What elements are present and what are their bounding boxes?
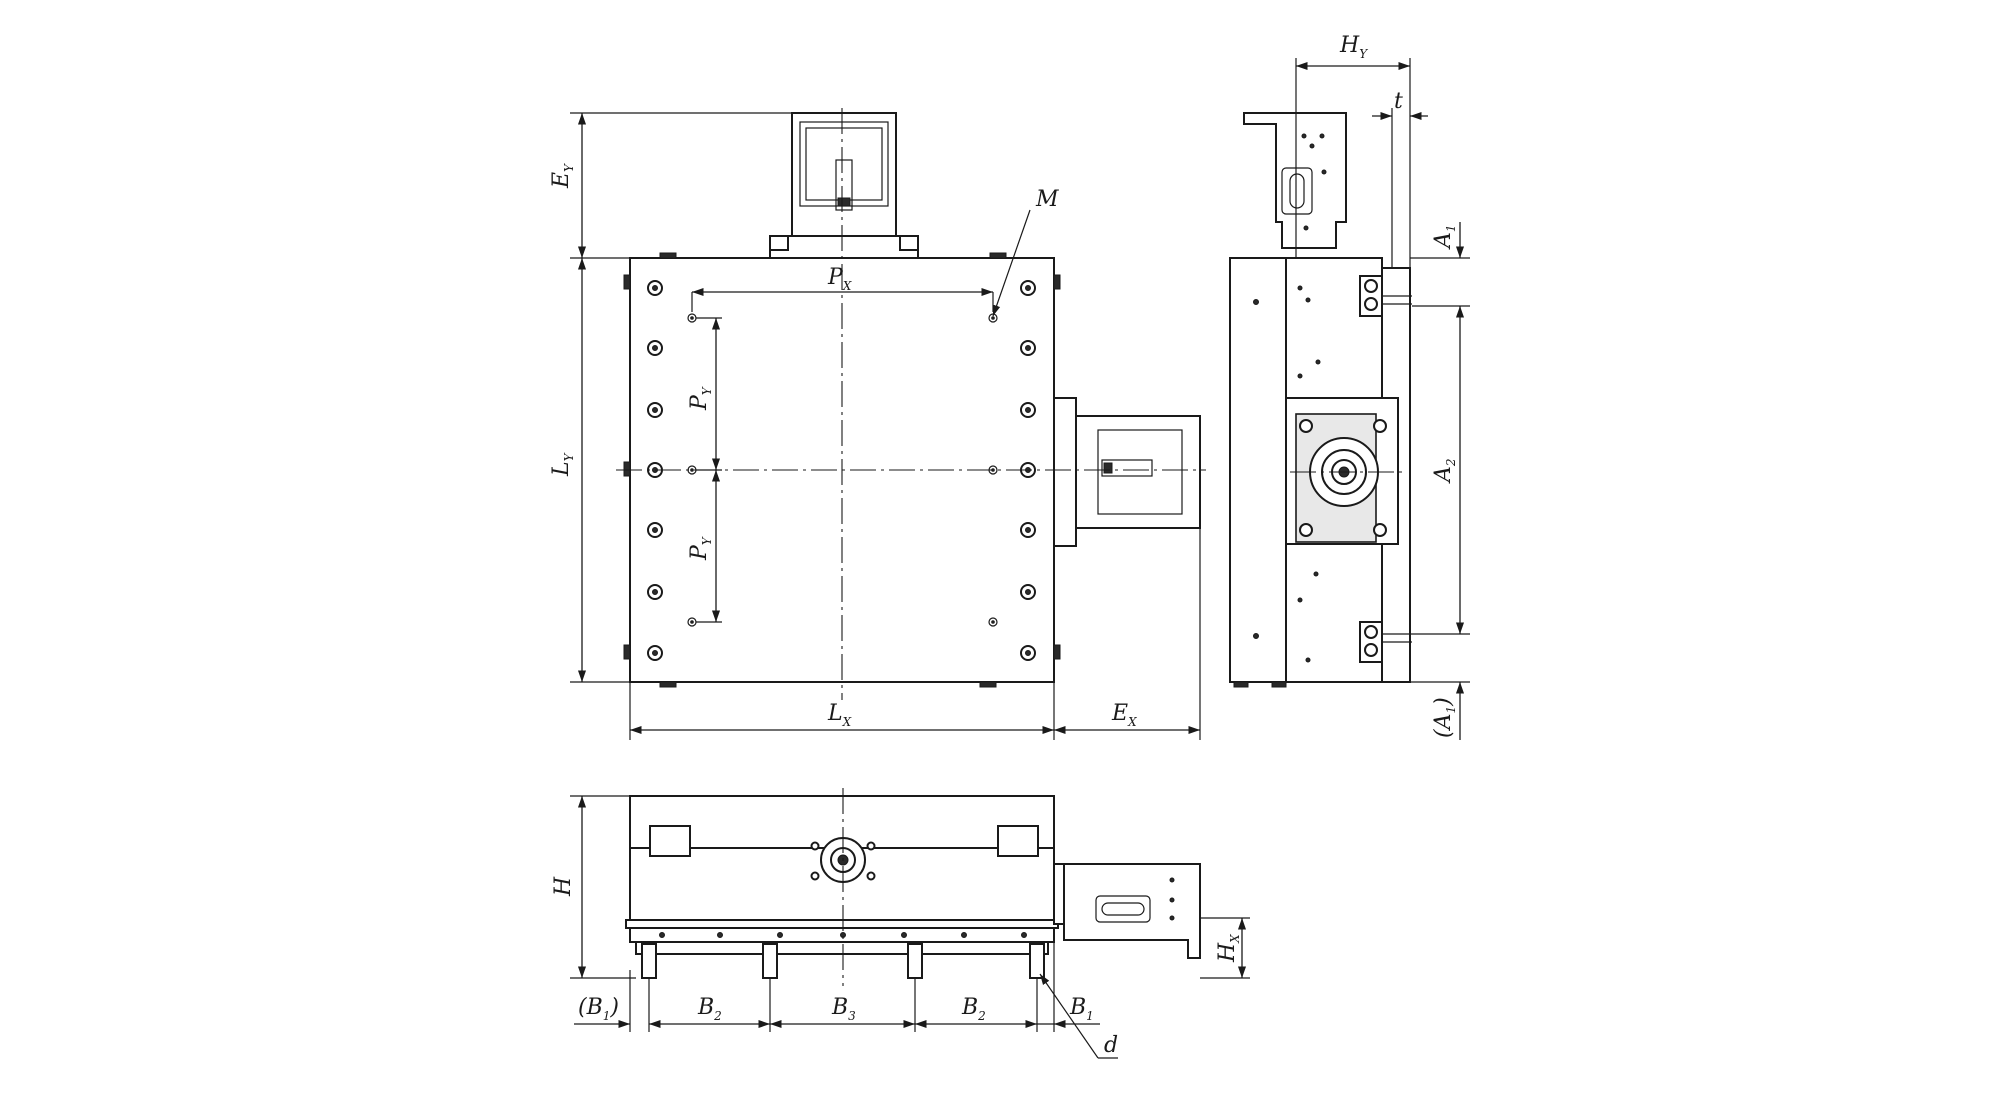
label-px: PX	[827, 265, 852, 293]
bolt-hole	[647, 280, 663, 296]
bolt-hole	[647, 645, 663, 661]
m-leader	[992, 209, 1031, 317]
label-lx: LX	[827, 701, 852, 729]
svg-text:PY: PY	[687, 536, 714, 561]
stage-front-body	[625, 795, 1059, 979]
bolt-hole	[1020, 522, 1036, 538]
top-view	[570, 108, 1206, 740]
x-motor-front	[1053, 863, 1201, 959]
svg-text:A1: A1	[1431, 224, 1458, 250]
label-d: d	[1104, 1033, 1118, 1058]
svg-text:PY: PY	[687, 386, 714, 411]
bolt-hole	[1020, 645, 1036, 661]
bolt-hole	[647, 340, 663, 356]
label-a1-top: A1	[1431, 224, 1458, 250]
tapped-hole	[988, 617, 998, 627]
x-motor-bracket	[1049, 397, 1201, 547]
d-leader	[1039, 973, 1099, 1059]
label-a1-bottom: (A1)	[1431, 697, 1458, 738]
label-b3: B3	[831, 995, 856, 1023]
bolt-hole	[1020, 280, 1036, 296]
side-view	[1229, 58, 1470, 740]
label-py-top: PY	[687, 386, 714, 411]
label-t: t	[1394, 89, 1403, 114]
label-py-bottom: PY	[687, 536, 714, 561]
label-a2: A2	[1431, 458, 1458, 484]
mounting-holes	[647, 280, 1036, 661]
svg-text:LY: LY	[549, 452, 576, 477]
bolt-hole	[1020, 402, 1036, 418]
label-b2-right: B2	[961, 995, 986, 1023]
svg-text:HX: HX	[1215, 934, 1242, 963]
label-hy: HY	[1339, 33, 1368, 61]
dimension-labels: EY LY PX PY PY M LX EX HY t A1 A2 (A1) H…	[549, 33, 1458, 1058]
svg-text:EY: EY	[549, 163, 576, 189]
label-ex: EX	[1111, 701, 1137, 729]
label-b1-right: B1	[1069, 995, 1094, 1023]
y-motor-bracket	[769, 112, 919, 262]
label-ey: EY	[549, 163, 576, 189]
bolt-hole	[647, 584, 663, 600]
bolt-hole	[647, 402, 663, 418]
front-view	[570, 788, 1250, 1059]
limit-sensor-top	[1359, 275, 1412, 317]
stage-side-body	[1229, 257, 1411, 688]
label-m: M	[1035, 187, 1059, 212]
bolt-hole	[1020, 340, 1036, 356]
svg-text:H: H	[551, 876, 576, 897]
label-ly: LY	[549, 452, 576, 477]
label-b1-left: (B1)	[578, 995, 619, 1023]
limit-sensor-bottom	[1359, 621, 1412, 663]
bolt-hole	[1020, 584, 1036, 600]
label-b2-left: B2	[697, 995, 722, 1023]
label-hx: HX	[1215, 934, 1242, 963]
svg-text:A2: A2	[1431, 458, 1458, 484]
svg-text:(A1): (A1)	[1431, 697, 1458, 738]
y-motor-bracket-side	[1243, 112, 1347, 249]
bolt-hole	[647, 522, 663, 538]
label-h: H	[551, 876, 576, 897]
